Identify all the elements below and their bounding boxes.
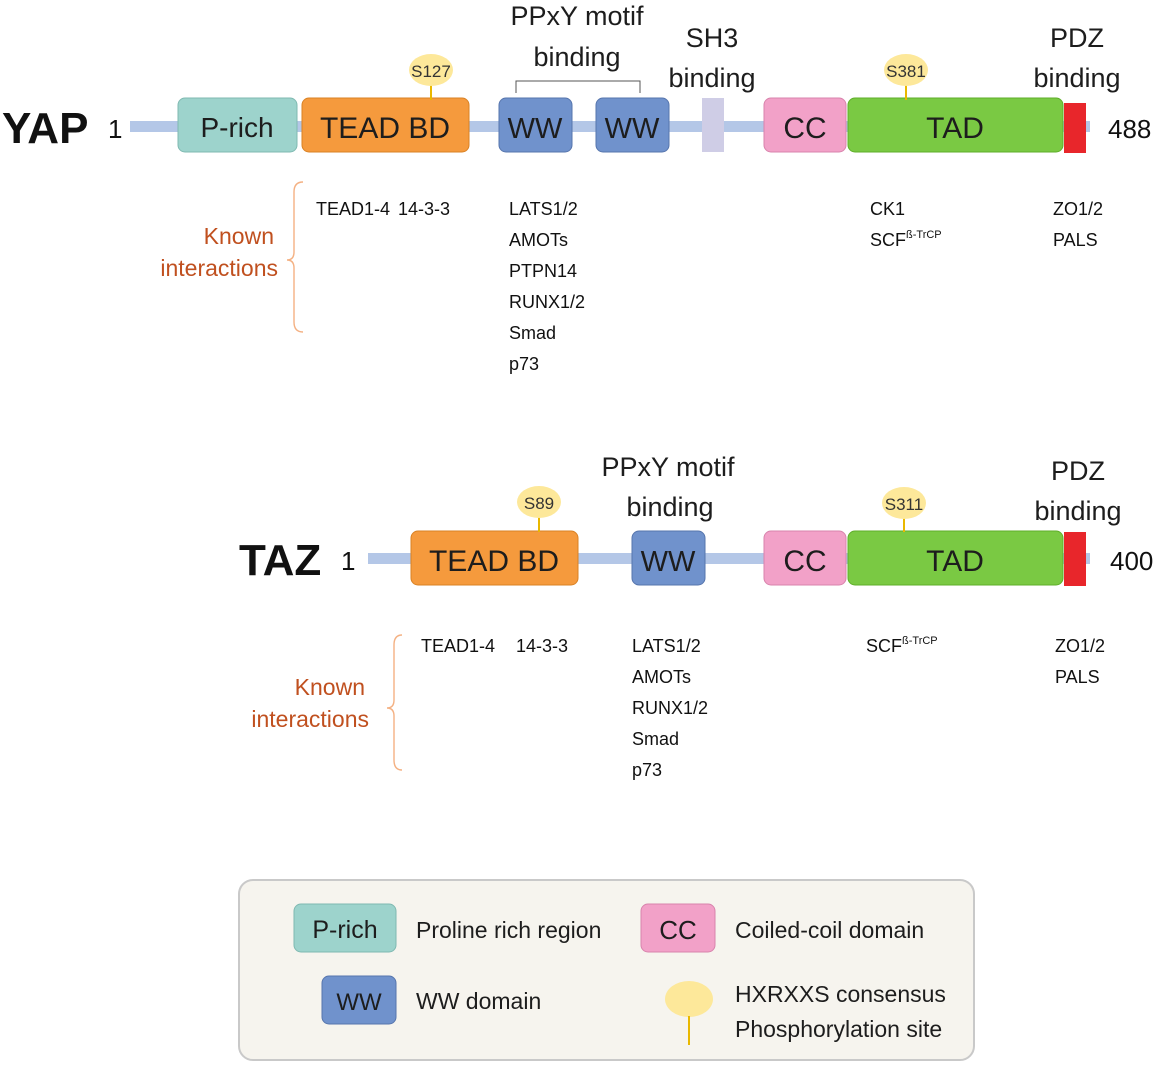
yap-sh3-header-line2: binding [668,63,755,93]
taz-cc-domain [763,530,847,586]
legend-prich-swatch-label: P-rich [312,916,377,944]
legend-ww-swatch-label: WW [336,989,382,1016]
yap-s381-site-icon [884,54,928,86]
taz-int-scf: SCFß-TrCP [866,635,938,656]
yap-end-residue: 488 [1108,114,1151,144]
legend-phos-desc-line1: HXRXXS consensus [735,981,946,1007]
yap-s381-label: S381 [886,62,926,81]
taz-pdz-header-line2: binding [1034,496,1121,526]
yap-int-ww-5: p73 [509,354,539,374]
yap-ww2-domain [595,97,670,153]
taz-int-ww-4: p73 [632,760,662,780]
yap-prich-label: P-rich [200,112,273,143]
taz-int-pdz-1: PALS [1055,667,1100,687]
taz-int-tead: TEAD1-4 [421,636,495,656]
yap-int-ww-3: RUNX1/2 [509,292,585,312]
legend-cc-swatch-label: CC [659,915,697,945]
yap-int-ww-4: Smad [509,323,556,343]
taz-int-scf-main: SCF [866,636,902,656]
yap-int-ck1: CK1 [870,199,905,219]
yap-int-ww-2: PTPN14 [509,261,577,281]
yap-int-scf-sup: ß-TrCP [906,229,942,241]
yap-interactions-brace [286,181,304,333]
yap-int-pdz-1: PALS [1053,230,1098,250]
legend-cc-desc: Coiled-coil domain [735,917,924,943]
yap-start-residue: 1 [108,114,122,144]
yap-tad-label: TAD [926,112,984,145]
taz-ppxy-header-line1: PPxY motif [601,452,735,482]
yap-int-scf-main: SCF [870,230,906,250]
yap-label: YAP [2,104,88,153]
taz-label: TAZ [239,536,321,585]
taz-s311-label: S311 [885,495,923,514]
yap-known-line2: interactions [160,255,278,281]
yap-int-tead: TEAD1-4 [316,199,390,219]
yap-tad-domain [847,97,1064,153]
yap-ww2-label: WW [605,113,660,145]
taz-s311-site-icon [882,487,926,519]
yap-ww1-domain [498,97,573,153]
yap-s127-site-icon [409,54,453,86]
taz-known-line2: interactions [251,706,369,732]
taz-int-pdz-0: ZO1/2 [1055,636,1105,656]
taz-backbone [368,553,1090,564]
yap-int-1433: 14-3-3 [398,199,450,219]
yap-ppxy-header-line1: PPxY motif [510,1,644,31]
taz-interactions-brace [386,634,403,771]
yap-int-scf: SCFß-TrCP [870,229,942,250]
legend-prich-desc: Proline rich region [416,917,601,943]
yap-prich-domain [177,97,298,153]
yap-teadbd-domain [301,97,470,153]
yap-int-pdz-0: ZO1/2 [1053,199,1103,219]
yap-section: YAP 1 P-rich TEAD BD WW WW CC TAD 488 S1… [2,1,1151,374]
yap-pdz-binding-motif [1064,103,1086,153]
yap-sh3-header-line1: SH3 [686,23,739,53]
yap-s127-label: S127 [411,62,451,81]
legend-cc-swatch [640,903,716,953]
yap-known-line1: Known [204,223,274,249]
taz-int-1433: 14-3-3 [516,636,568,656]
legend: P-rich Proline rich region CC Coiled-coi… [238,879,975,1061]
taz-ww-domain [631,530,706,586]
yap-int-ww-0: LATS1/2 [509,199,578,219]
taz-s89-site-icon [517,486,561,518]
taz-pdz-header-line1: PDZ [1051,456,1105,486]
taz-end-residue: 400 [1110,546,1153,576]
taz-start-residue: 1 [341,546,355,576]
yap-cc-domain [763,97,847,153]
yap-pdz-header-line2: binding [1033,63,1120,93]
taz-tad-label: TAD [926,545,984,578]
taz-section: TAZ 1 TEAD BD WW CC TAD 400 S89 S311 PPx… [239,452,1153,780]
yap-ppxy-bracket [515,80,641,93]
taz-cc-label: CC [783,545,826,578]
yap-int-ww-1: AMOTs [509,230,568,250]
taz-known-line1: Known [295,674,365,700]
legend-ww-desc: WW domain [416,988,541,1014]
taz-tad-domain [847,530,1064,586]
legend-phosphorylation-site-icon [665,981,713,1017]
yap-cc-label: CC [783,112,826,145]
taz-ww-label: WW [641,546,696,578]
taz-pdz-binding-motif [1064,532,1086,586]
legend-frame [238,879,975,1061]
yap-teadbd-label: TEAD BD [320,112,450,145]
taz-int-ww-3: Smad [632,729,679,749]
taz-teadbd-label: TEAD BD [429,545,559,578]
taz-int-ww-2: RUNX1/2 [632,698,708,718]
taz-int-ww-1: AMOTs [632,667,691,687]
taz-int-scf-sup: ß-TrCP [902,635,938,647]
yap-ppxy-header-line2: binding [533,42,620,72]
yap-sh3-binding-region [702,98,724,152]
legend-ww-swatch [321,975,397,1025]
taz-s89-label: S89 [524,494,554,513]
taz-ppxy-header-line2: binding [626,492,713,522]
taz-int-ww-0: LATS1/2 [632,636,701,656]
legend-prich-swatch [293,903,397,953]
legend-phos-desc-line2: Phosphorylation site [735,1016,942,1042]
yap-pdz-header-line1: PDZ [1050,23,1104,53]
yap-ww1-label: WW [508,113,563,145]
taz-teadbd-domain [410,530,579,586]
